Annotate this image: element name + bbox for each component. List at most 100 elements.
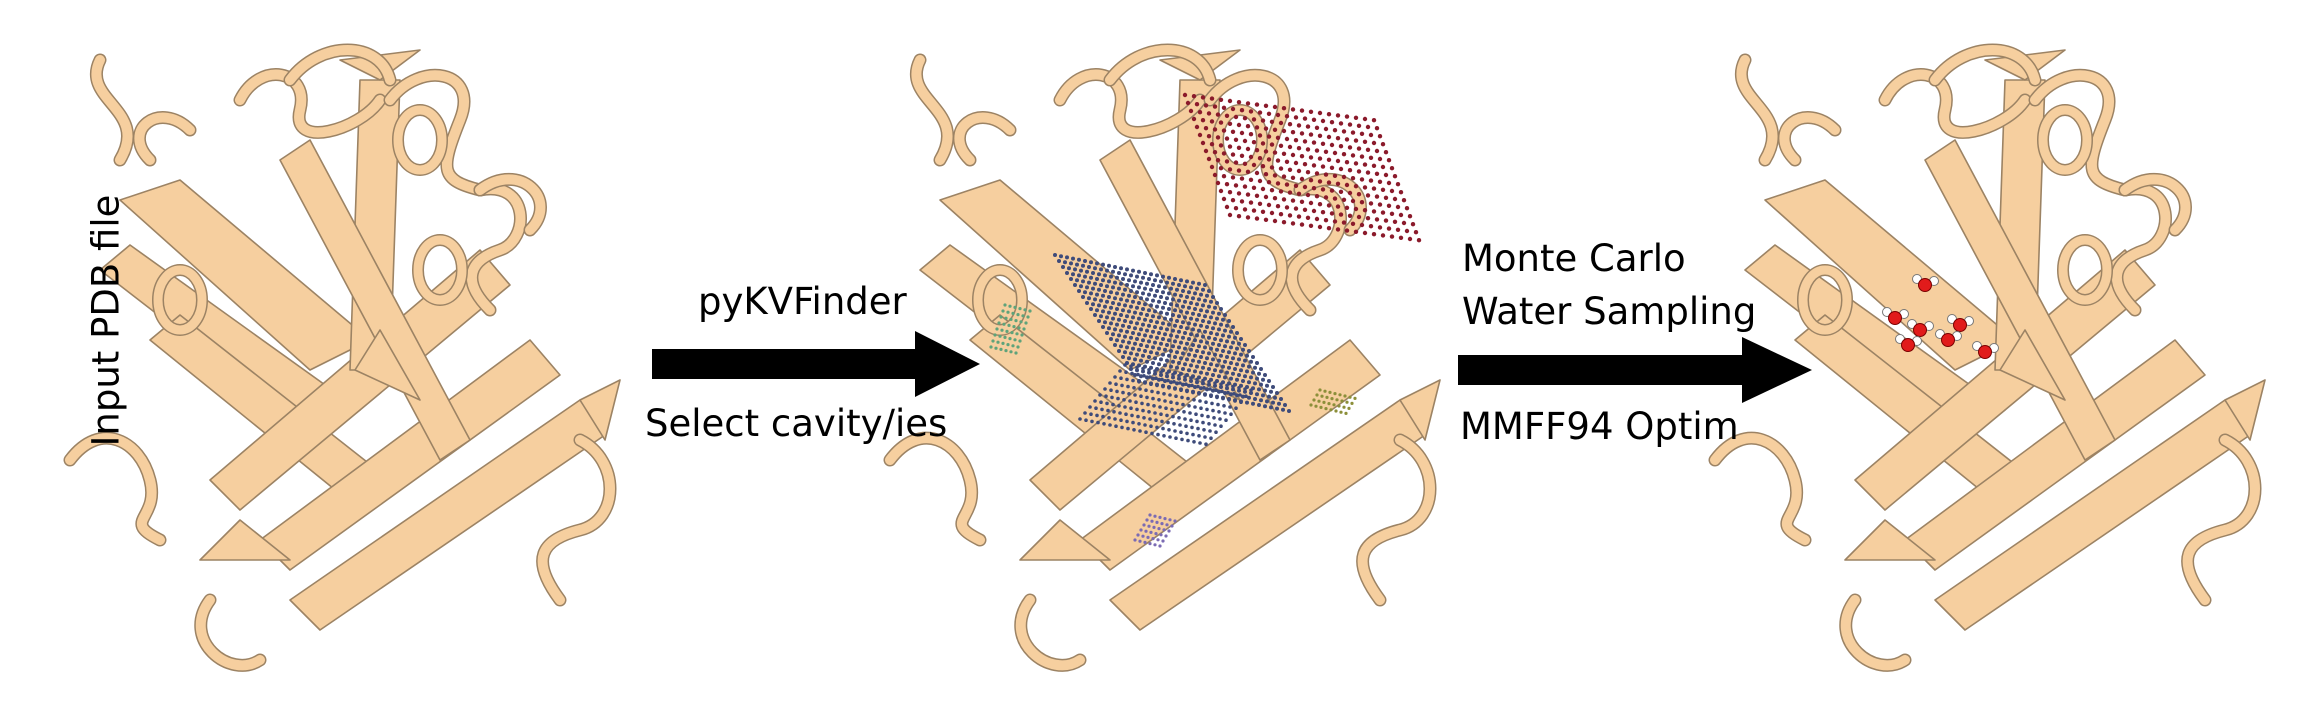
cavity-point: [1374, 148, 1380, 154]
cavity-point: [1091, 271, 1095, 275]
cavity-point: [1077, 257, 1081, 262]
cavity-point: [1115, 275, 1119, 280]
cavity-point: [1193, 338, 1197, 343]
cavity-point: [1254, 102, 1260, 107]
cavity-point: [1315, 393, 1319, 397]
cavity-point: [1230, 198, 1236, 203]
cavity-point: [1221, 174, 1227, 179]
cavity-point: [1323, 172, 1329, 177]
cavity-point: [1338, 189, 1344, 194]
cavity-point: [1147, 323, 1151, 328]
cavity-point: [1257, 133, 1263, 138]
cavity-point: [1073, 267, 1077, 272]
cavity-point: [1099, 283, 1103, 287]
cavity-point: [1215, 180, 1221, 186]
cavity-point: [1222, 404, 1226, 408]
cavity-point: [1242, 161, 1248, 166]
cavity-point: [1332, 196, 1338, 201]
cavity-point: [1219, 322, 1223, 327]
cavity-point: [1183, 284, 1187, 289]
cavity-point: [1014, 319, 1018, 323]
cavity-point: [1090, 419, 1094, 424]
cavity-point: [1221, 317, 1225, 322]
cavity-point: [1251, 140, 1257, 145]
cavity-point: [1269, 119, 1275, 125]
cavity-point: [1200, 118, 1206, 123]
cavity-point: [1088, 405, 1092, 409]
cavity-point: [1319, 405, 1323, 409]
cavity-point: [1314, 148, 1320, 153]
cavity-point: [1005, 329, 1009, 333]
coil: [885, 433, 985, 545]
cavity-point: [1237, 341, 1241, 346]
cavity-point: [1121, 292, 1125, 297]
cavity-point: [1186, 396, 1190, 401]
cavity-point: [1119, 313, 1123, 317]
cavity-point: [1213, 352, 1217, 357]
cavity-point: [1218, 188, 1224, 194]
cavity-point: [1225, 383, 1229, 388]
cavity-point: [1341, 220, 1347, 225]
cavity-point: [1203, 103, 1209, 108]
cavity-point: [1119, 344, 1123, 349]
cavity-point: [1139, 311, 1143, 316]
cavity-point: [1185, 100, 1191, 106]
cavity-point: [1098, 393, 1102, 397]
cavity-point: [1139, 296, 1143, 301]
cavity-point: [1299, 199, 1305, 204]
cavity-point: [1229, 345, 1233, 350]
cavity-point: [1311, 186, 1317, 191]
cavity-point: [1139, 374, 1143, 379]
cavity-point: [1377, 156, 1383, 162]
oxygen-atom: [1918, 278, 1932, 292]
coil: [1015, 595, 1085, 671]
cavity-point: [1110, 395, 1114, 400]
cavity-point: [1287, 213, 1293, 218]
cavity-point: [1137, 316, 1141, 321]
oxygen-atom: [1953, 318, 1967, 332]
cavity-point: [1138, 387, 1142, 391]
cavity-point: [1201, 365, 1205, 370]
cavity-point: [1309, 403, 1313, 407]
cavity-point: [1184, 424, 1188, 429]
cavity-point: [1157, 346, 1161, 351]
cavity-point: [1302, 184, 1308, 190]
cavity-point: [1255, 376, 1259, 381]
cavity-point: [1218, 97, 1224, 103]
cavity-point: [1141, 338, 1145, 343]
cavity-point: [1205, 340, 1209, 345]
cavity-point: [1229, 412, 1233, 417]
cavity-point: [1221, 151, 1227, 156]
cavity-point: [1189, 418, 1193, 423]
cavity-point: [1024, 321, 1028, 325]
cavity-point: [1243, 387, 1247, 391]
cavity-point: [1269, 142, 1275, 147]
cavity-point: [1293, 206, 1299, 211]
cavity-point: [1160, 419, 1164, 424]
cavity-point: [1152, 404, 1156, 408]
cavity-point: [1177, 314, 1181, 319]
cavity-point: [1137, 332, 1141, 337]
cavity-point: [1323, 149, 1329, 154]
cavity-point: [1159, 326, 1163, 331]
cavity-point: [1219, 385, 1223, 389]
cavity-olive: [1309, 388, 1357, 415]
cavity-point: [1123, 287, 1127, 292]
coil: [475, 174, 546, 235]
cavity-point: [1145, 313, 1149, 317]
cavity-point: [1207, 304, 1211, 309]
cavity-point: [1359, 154, 1365, 159]
oxygen-atom: [1901, 338, 1915, 352]
coil: [1779, 112, 1840, 165]
cavity-point: [1231, 340, 1235, 345]
cavity-point: [1111, 269, 1115, 274]
cavity-point: [1102, 422, 1106, 426]
cavity-point: [1329, 188, 1335, 193]
cavity-point: [1135, 305, 1139, 310]
cavity-point: [1115, 338, 1119, 343]
cavity-point: [1125, 377, 1129, 382]
cavity-point: [1155, 273, 1159, 278]
cavity-point: [1296, 214, 1302, 219]
cavity-point: [1266, 202, 1272, 208]
cavity-point: [1259, 382, 1263, 387]
